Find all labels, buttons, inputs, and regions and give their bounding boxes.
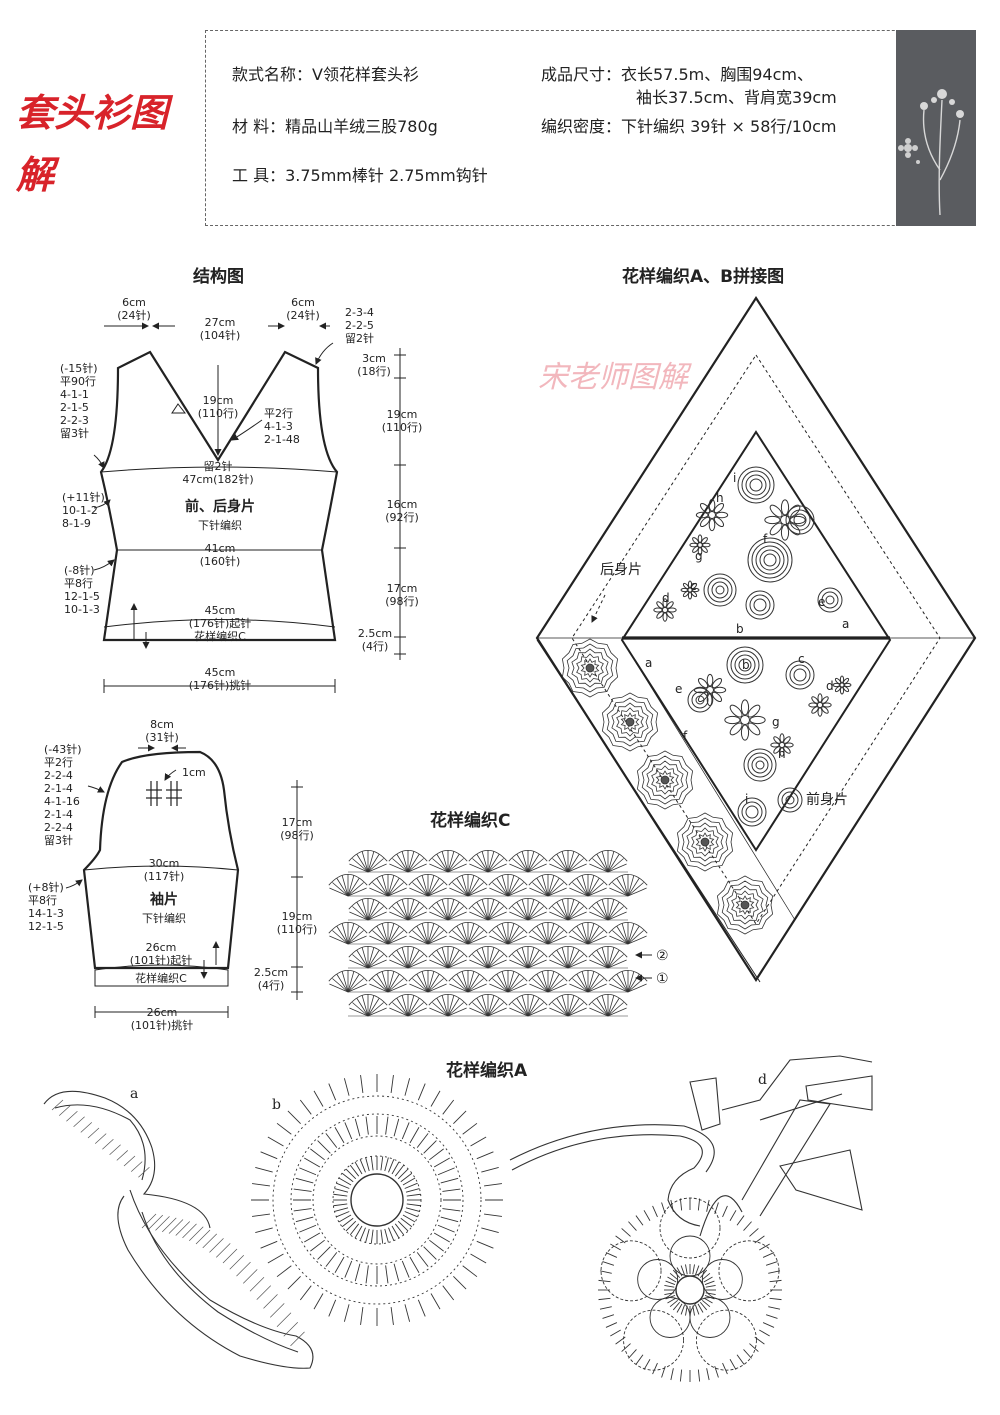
cuff-band bbox=[94, 964, 229, 987]
motif-letter: c bbox=[798, 652, 805, 666]
pattern-c-chart bbox=[328, 850, 648, 1017]
dim-2-5cm: 2.5cm(4行) bbox=[357, 627, 393, 653]
motif-letter: b bbox=[742, 658, 750, 672]
motif-d-letter: d bbox=[758, 1072, 767, 1088]
motif-letter: c bbox=[690, 579, 697, 593]
sleeve-top-width: 8cm(31针) bbox=[145, 718, 179, 744]
back-piece-label: 后身片 bbox=[600, 562, 642, 578]
sleeve-top-slit bbox=[146, 781, 182, 806]
motif-letter: d bbox=[826, 679, 834, 693]
gauge: 编织密度：下针编织 39针 × 58行/10cm bbox=[541, 117, 837, 136]
body-stitch-type: 下针编织 bbox=[198, 519, 242, 532]
motif-letter: b bbox=[736, 622, 744, 636]
waist-width: 41cm(160针) bbox=[199, 542, 241, 568]
row-marker-1: ① bbox=[656, 971, 669, 987]
center-stitch: 留2针 bbox=[203, 460, 233, 473]
motif-letter: a bbox=[645, 656, 653, 670]
assembly-title: 花样编织A、B拼接图 bbox=[622, 267, 785, 287]
pickup-width: 45cm(176针)挑针 bbox=[188, 666, 252, 692]
hem-pattern: 花样编织C bbox=[194, 630, 246, 643]
row-marker-2: ② bbox=[656, 948, 669, 964]
material: 材 料：精品山羊绒三股780g bbox=[232, 117, 438, 136]
hem-band-line bbox=[103, 619, 336, 628]
sleeve-pickup-width: 26cm(101针)挑针 bbox=[130, 1006, 194, 1032]
pattern-c-title: 花样编织C bbox=[430, 811, 511, 831]
watermark-text: 宋老师图解 bbox=[538, 360, 688, 395]
motif-a-leaf bbox=[43, 1090, 314, 1369]
body-piece-name: 前、后身片 bbox=[185, 499, 255, 515]
dim-17cm: 17cm(98行) bbox=[385, 582, 419, 608]
motif-letter: e bbox=[675, 682, 683, 696]
motif-letter: d bbox=[662, 591, 670, 605]
front-piece-label: 前身片 bbox=[806, 792, 848, 808]
hem-width: 45cm(176针)起针 bbox=[188, 604, 252, 630]
motif-letter: i bbox=[733, 471, 737, 485]
sleeve-cuff-pattern: 花样编织C bbox=[135, 972, 187, 985]
motif-letter: a bbox=[842, 617, 850, 631]
neck-depth: 19cm(110行) bbox=[197, 394, 239, 420]
body-piece-outline bbox=[99, 350, 339, 642]
sleeve-dim-2-5cm: 2.5cm(4行) bbox=[253, 966, 289, 992]
motif-letter: i bbox=[745, 792, 749, 806]
sleeve-stitch-type: 下针编织 bbox=[142, 912, 186, 925]
sleeve-width-line bbox=[83, 865, 239, 871]
motif-letter: g bbox=[772, 715, 780, 729]
dim-3cm: 3cm(18行) bbox=[357, 352, 391, 378]
size-line-2: 袖长37.5cm、背肩宽39cm bbox=[636, 88, 837, 107]
sleeve-width: 30cm(117针) bbox=[143, 857, 185, 883]
pattern-c-frame bbox=[344, 841, 631, 1021]
tools: 工 具：3.75mm棒针 2.75mm钩针 bbox=[232, 166, 488, 185]
page-title: 套头衫图解 bbox=[16, 90, 169, 197]
triangle-mark-icon bbox=[171, 403, 187, 414]
flower-stem-icon bbox=[898, 89, 964, 216]
motif-b-circle bbox=[251, 1074, 503, 1326]
assembly-diamond bbox=[535, 295, 977, 983]
motif-letter: g bbox=[695, 549, 703, 563]
decorative-flower-panel bbox=[896, 30, 976, 226]
sleeve-cuff-width: 26cm(101针)起针 bbox=[129, 941, 193, 967]
dim-19cm: 19cm(110行) bbox=[381, 408, 423, 434]
motif-b-letter: b bbox=[272, 1097, 281, 1113]
motif-letter: h bbox=[778, 747, 786, 761]
top-right-width: 6cm(24针) bbox=[286, 296, 320, 322]
rose-motif-strip bbox=[561, 638, 774, 935]
top-left-width: 6cm(24针) bbox=[117, 296, 151, 322]
sleeve-piece-outline bbox=[82, 750, 240, 970]
chest-line bbox=[100, 466, 338, 473]
info-box: 款式名称：V领花样套头衫 成品尺寸：衣长57.5m、胸围94cm、 袖长37.5… bbox=[205, 30, 975, 226]
motif-letter: f bbox=[763, 532, 768, 546]
motif-letter: e bbox=[818, 595, 826, 609]
sleeve-dim-19cm: 19cm(110行) bbox=[276, 910, 318, 936]
chest-width: 47cm(182针) bbox=[182, 473, 254, 486]
motif-letter: h bbox=[716, 491, 724, 505]
motif-d-flower-stem bbox=[509, 1055, 873, 1237]
size-line-1: 成品尺寸：衣长57.5m、胸围94cm、 bbox=[541, 65, 813, 84]
sleeve-top-gap: 1cm bbox=[182, 766, 206, 779]
structure-title: 结构图 bbox=[193, 267, 244, 287]
motif-a-letter: a bbox=[130, 1086, 139, 1102]
top-mid-width: 27cm(104针) bbox=[199, 316, 241, 342]
dim-16cm: 16cm(92行) bbox=[385, 498, 419, 524]
sleeve-dim-17cm: 17cm(98行) bbox=[280, 816, 314, 842]
style-name: 款式名称：V领花样套头衫 bbox=[232, 65, 419, 84]
assembly-motifs bbox=[653, 466, 852, 827]
pattern-a-title: 花样编织A bbox=[446, 1061, 528, 1081]
motif-a-leaf-stitches bbox=[51, 1099, 305, 1347]
sleeve-piece-name: 袖片 bbox=[150, 892, 178, 908]
motif-letter: f bbox=[683, 729, 688, 743]
motif-d-flower-head bbox=[598, 1197, 782, 1382]
